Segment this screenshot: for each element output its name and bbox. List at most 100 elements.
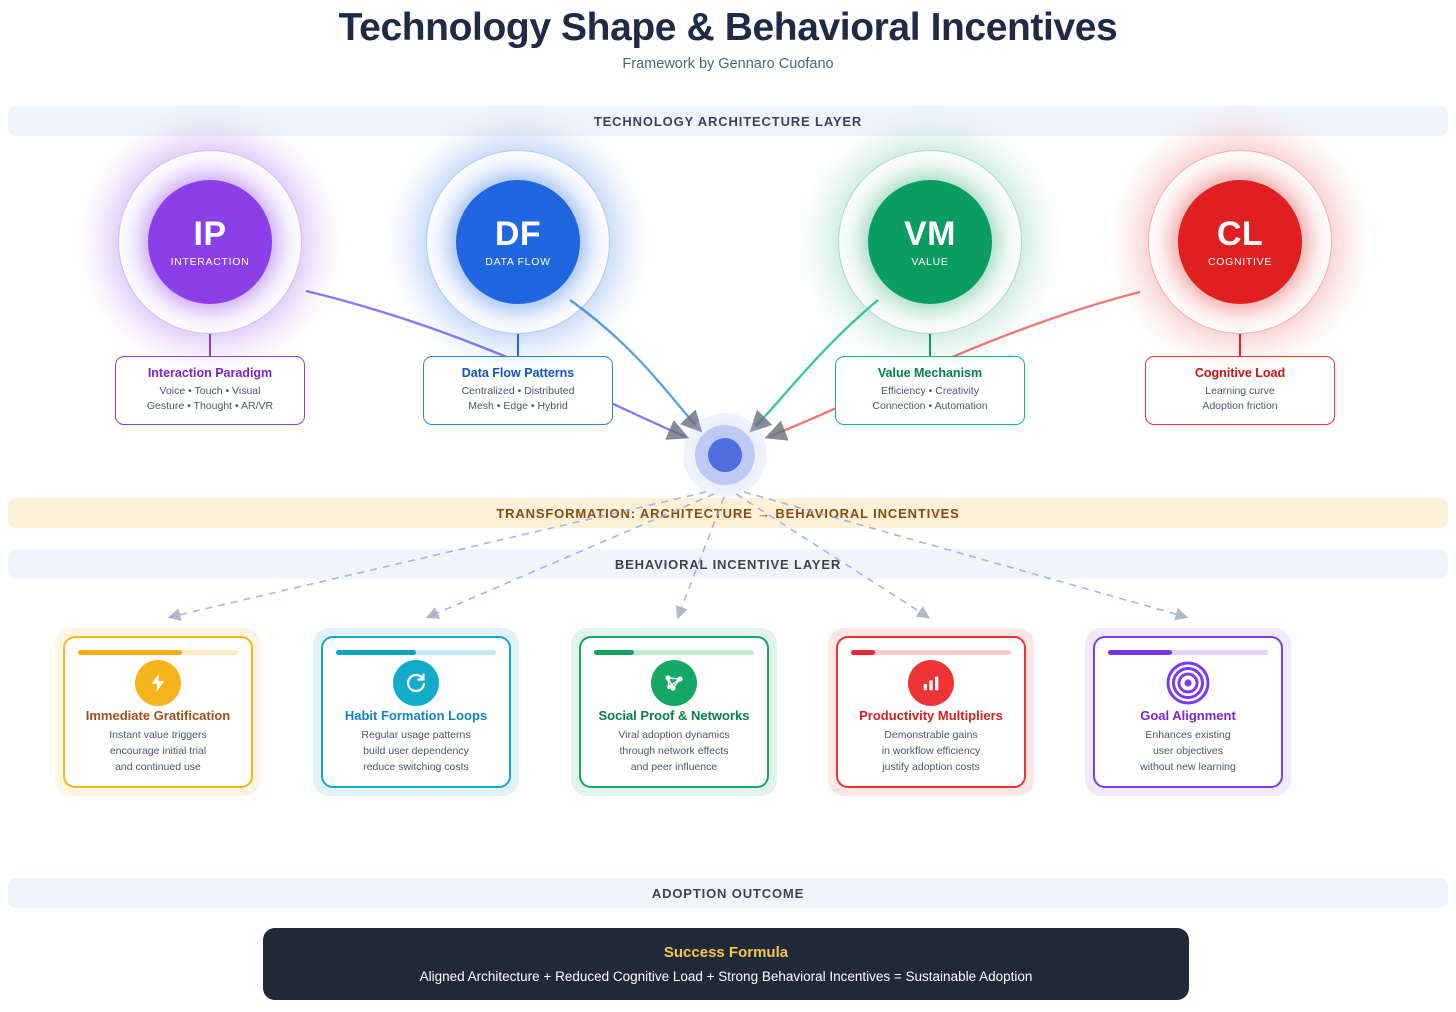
lightning-bolt-icon — [135, 660, 181, 706]
incentive-card-habit-formation-loops[interactable]: Habit Formation Loops Regular usage patt… — [313, 628, 519, 796]
arch-node-ip[interactable]: IP INTERACTION Interaction Paradigm Voic… — [90, 150, 330, 425]
card-4-desc-1: Demonstrable gains — [884, 729, 978, 742]
ip-detail-line-1: Voice • Touch • Visual — [159, 385, 261, 397]
formula-body: Aligned Architecture + Reduced Cognitive… — [419, 969, 1033, 984]
card-2-desc: Regular usage patterns build user depend… — [361, 728, 470, 775]
cl-orb: CL COGNITIVE — [1178, 180, 1302, 304]
card-1-desc-3: and continued use — [115, 760, 201, 773]
incentive-card-immediate-gratification[interactable]: Immediate Gratification Instant value tr… — [55, 628, 261, 796]
page-subtitle: Framework by Gennaro Cuofano — [622, 55, 834, 72]
df-orb: DF DATA FLOW — [456, 180, 580, 304]
card-3-desc-2: through network effects — [619, 745, 729, 758]
incentive-card-productivity-multipliers[interactable]: Productivity Multipliers Demonstrable ga… — [828, 628, 1034, 796]
card-3-inner: Social Proof & Networks Viral adoption d… — [579, 636, 769, 788]
band-adoption-outcome: ADOPTION OUTCOME — [8, 878, 1448, 908]
card-3-desc-3: and peer influence — [630, 760, 718, 773]
card-4-title: Productivity Multipliers — [859, 708, 1003, 723]
df-detail-line-2: Mesh • Edge • Hybrid — [468, 399, 568, 412]
card-5-progress-bar — [1108, 650, 1268, 655]
card-5-title: Goal Alignment — [1140, 708, 1236, 723]
cl-detail-box: Cognitive Load Learning curve Adoption f… — [1145, 356, 1335, 425]
vm-orb: VM VALUE — [868, 180, 992, 304]
card-4-inner: Productivity Multipliers Demonstrable ga… — [836, 636, 1026, 788]
card-5-desc: Enhances existing user objectives withou… — [1140, 728, 1236, 775]
refresh-cycle-icon — [393, 660, 439, 706]
card-3-title: Social Proof & Networks — [598, 708, 750, 723]
card-3-desc: Viral adoption dynamics through network … — [618, 728, 729, 775]
card-1-desc-2: encourage initial trial — [109, 745, 207, 758]
vm-detail-line-2: Connection • Automation — [872, 399, 988, 412]
card-2-title: Habit Formation Loops — [344, 708, 488, 723]
df-detail-title: Data Flow Patterns — [461, 366, 575, 380]
card-1-progress-bar — [78, 650, 238, 655]
band-technology-architecture-layer: TECHNOLOGY ARCHITECTURE LAYER — [8, 106, 1448, 136]
df-halo: DF DATA FLOW — [426, 150, 610, 334]
card-5-inner: Goal Alignment Enhances existing user ob… — [1093, 636, 1283, 788]
target-rings-icon — [1165, 660, 1211, 706]
vm-detail-box: Value Mechanism Efficiency • Creativity … — [835, 356, 1025, 425]
card-5-desc-2: user objectives — [1152, 745, 1224, 758]
cl-detail-line-1: Learning curve — [1205, 385, 1275, 397]
card-1-title: Immediate Gratification — [85, 708, 231, 723]
success-formula-panel: Success Formula Aligned Architecture + R… — [263, 928, 1189, 1000]
cl-sub: COGNITIVE — [1207, 255, 1273, 268]
card-2-progress-bar — [336, 650, 496, 655]
vm-halo: VM VALUE — [838, 150, 1022, 334]
incentive-card-goal-alignment[interactable]: Goal Alignment Enhances existing user ob… — [1085, 628, 1291, 796]
incentive-card-social-proof-networks[interactable]: Social Proof & Networks Viral adoption d… — [571, 628, 777, 796]
ip-detail-title: Interaction Paradigm — [147, 366, 273, 380]
card-3-desc-1: Viral adoption dynamics — [618, 729, 730, 742]
card-4-progress-bar — [851, 650, 1011, 655]
df-detail-box: Data Flow Patterns Centralized • Distrib… — [423, 356, 613, 425]
network-share-icon — [651, 660, 697, 706]
card-1-desc-1: Instant value triggers — [109, 729, 207, 742]
card-4-progress-fill — [851, 650, 875, 655]
vm-detail-line-1: Efficiency • Creativity — [880, 385, 979, 397]
vm-sub: VALUE — [911, 255, 949, 268]
card-2-inner: Habit Formation Loops Regular usage patt… — [321, 636, 511, 788]
card-5-desc-1: Enhances existing — [1145, 729, 1231, 742]
card-1-progress-fill — [78, 650, 182, 655]
ip-detail-box: Interaction Paradigm Voice • Touch • Vis… — [115, 356, 305, 425]
arch-node-df[interactable]: DF DATA FLOW Data Flow Patterns Centrali… — [398, 150, 638, 425]
card-2-desc-3: reduce switching costs — [363, 760, 469, 773]
card-2-desc-1: Regular usage patterns — [361, 729, 471, 742]
ip-orb: IP INTERACTION — [148, 180, 272, 304]
df-sub: DATA FLOW — [485, 255, 551, 268]
band-behavioral-incentive-layer: BEHAVIORAL INCENTIVE LAYER — [8, 549, 1448, 579]
vm-detail-title: Value Mechanism — [877, 366, 983, 380]
ip-stem — [209, 334, 211, 356]
formula-title: Success Formula — [663, 944, 789, 961]
card-4-desc-3: justify adoption costs — [882, 760, 980, 773]
card-3-progress-fill — [594, 650, 634, 655]
cl-halo: CL COGNITIVE — [1148, 150, 1332, 334]
card-2-progress-fill — [336, 650, 416, 655]
card-4-desc: Demonstrable gains in workflow efficienc… — [882, 728, 980, 775]
arch-node-vm[interactable]: VM VALUE Value Mechanism Efficiency • Cr… — [810, 150, 1050, 425]
card-1-inner: Immediate Gratification Instant value tr… — [63, 636, 253, 788]
df-abbr: DF — [494, 214, 542, 253]
card-5-progress-fill — [1108, 650, 1172, 655]
convergence-hub — [683, 413, 767, 497]
df-detail-line-1: Centralized • Distributed — [461, 385, 575, 397]
cl-detail-line-2: Adoption friction — [1202, 399, 1278, 412]
df-stem — [517, 334, 519, 356]
card-5-desc-3: without new learning — [1140, 760, 1236, 773]
ip-abbr: IP — [193, 214, 227, 253]
ip-sub: INTERACTION — [170, 255, 250, 268]
card-3-progress-bar — [594, 650, 754, 655]
cl-stem — [1239, 334, 1241, 356]
bar-chart-icon — [908, 660, 954, 706]
cl-abbr: CL — [1216, 214, 1264, 253]
card-1-desc: Instant value triggers encourage initial… — [109, 728, 206, 775]
vm-stem — [929, 334, 931, 356]
band-transformation: TRANSFORMATION: ARCHITECTURE → BEHAVIORA… — [8, 498, 1448, 528]
ip-halo: IP INTERACTION — [118, 150, 302, 334]
card-4-desc-2: in workflow efficiency — [881, 745, 981, 758]
card-2-desc-2: build user dependency — [363, 745, 469, 758]
vm-abbr: VM — [904, 214, 956, 253]
cl-detail-title: Cognitive Load — [1194, 366, 1286, 380]
ip-detail-line-2: Gesture • Thought • AR/VR — [146, 399, 274, 412]
arch-node-cl[interactable]: CL COGNITIVE Cognitive Load Learning cur… — [1120, 150, 1360, 425]
page-title: Technology Shape & Behavioral Incentives — [338, 6, 1118, 49]
